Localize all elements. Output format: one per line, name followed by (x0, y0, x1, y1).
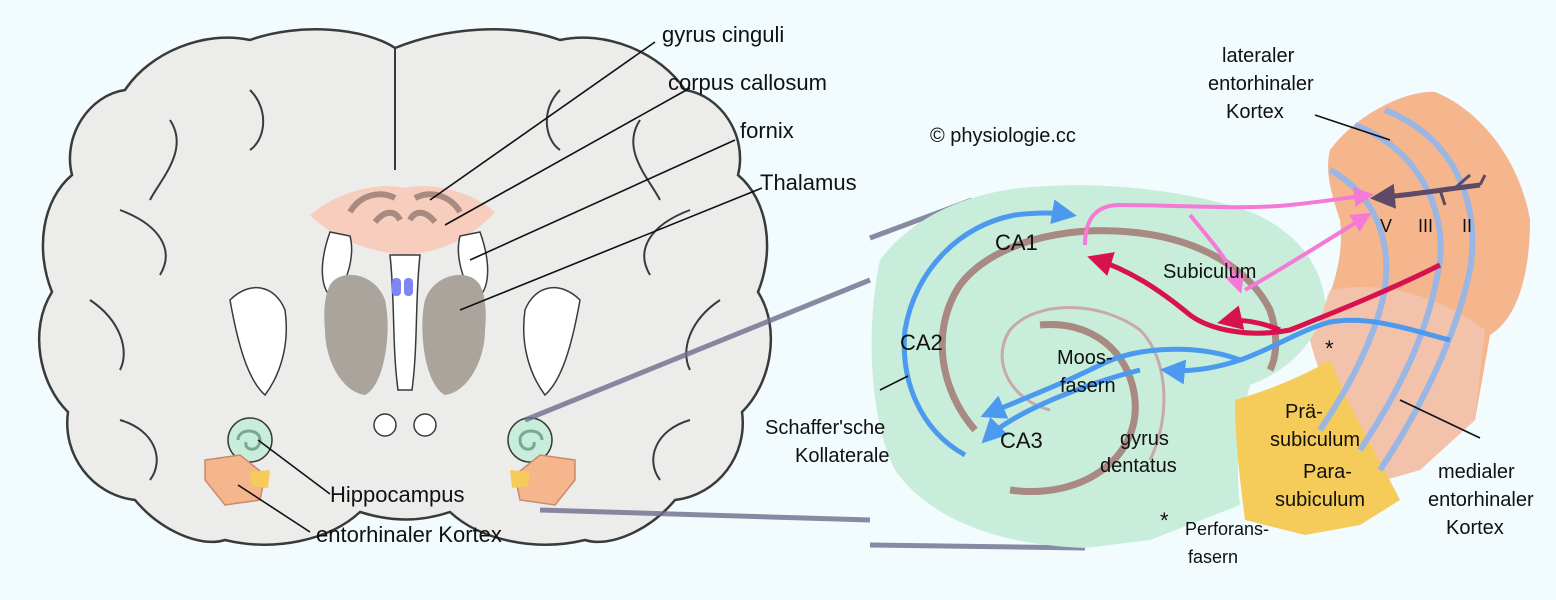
right-leader-lines (879, 114, 1481, 439)
layer-v-neuron (1370, 182, 1481, 209)
ec-to-ca1-projection (1087, 252, 1442, 336)
subiculum-region (1235, 360, 1400, 535)
mossy-fibres (981, 367, 1141, 444)
pyramidal-layer (938, 227, 1280, 433)
label-parasubiculum-2: subiculum (1275, 489, 1365, 511)
thalamus-left (324, 274, 388, 395)
mammillary-body (413, 413, 437, 437)
label-hippocampus: Hippocampus (330, 482, 465, 507)
label-gyrus-dentatus-1: gyrus (1120, 428, 1169, 450)
dentate-gyrus (1009, 320, 1139, 495)
fornix (404, 278, 413, 296)
mammillary-body (373, 413, 397, 437)
label-lateral-ec-1: lateraler (1222, 45, 1295, 67)
layer-v-dendrites (1438, 173, 1487, 206)
label-corpus-callosum: corpus callosum (668, 70, 827, 95)
label-gyrus-cinguli: gyrus cinguli (662, 22, 784, 47)
label-schaffer-1: Schaffer'sche (765, 417, 885, 439)
label-perforansfasern-2: fasern (1188, 547, 1238, 567)
label-praesubiculum-2: subiculum (1270, 429, 1360, 451)
ec-to-subiculum-branch (1217, 305, 1281, 333)
ca1-projection (1083, 186, 1374, 246)
subiculum-to-ec (1244, 212, 1372, 292)
copyright: © physiologie.cc (930, 125, 1076, 147)
label-layer-ii: II (1462, 216, 1472, 236)
ca1-to-subiculum (1188, 213, 1245, 294)
fornix (392, 278, 401, 296)
label-layer-v: V (1380, 216, 1392, 236)
label-layer-iii: III (1418, 216, 1433, 236)
hippocampus-right (507, 417, 576, 506)
perforant-path-medial (1160, 317, 1451, 385)
leader-lines (237, 41, 763, 533)
label-medial-ec-3: Kortex (1446, 517, 1504, 539)
label-medial-ec-2: entorhinaler (1428, 489, 1534, 511)
perforant-path-to-dg (980, 346, 1241, 419)
label-thalamus: Thalamus (760, 170, 857, 195)
label-perforansfasern-1: Perforans- (1185, 519, 1269, 539)
label-moosfasern-1: Moos- (1057, 347, 1113, 369)
label-schaffer-2: Kollaterale (795, 445, 890, 467)
label-subiculum: Subiculum (1163, 261, 1256, 283)
coronal-brain-section (38, 28, 772, 546)
label-fornix: fornix (740, 118, 794, 143)
label-lateral-ec-2: entorhinaler (1208, 73, 1314, 95)
asterisk-marker: * (1325, 336, 1334, 361)
perforans-star: * (1160, 508, 1169, 533)
right-inferior-horn (522, 286, 581, 397)
sulci (89, 48, 721, 481)
label-entorhinaler-kortex: entorhinaler Kortex (316, 522, 502, 547)
left-inferior-horn (229, 286, 288, 397)
schaffer-collaterals (901, 199, 1077, 458)
thalamus-right (422, 274, 486, 395)
label-moosfasern-2: fasern (1060, 375, 1116, 397)
label-gyrus-dentatus-2: dentatus (1100, 455, 1177, 477)
label-ca1: CA1 (995, 230, 1038, 255)
dentate-gyrus-outer (1000, 306, 1166, 461)
label-medial-ec-1: medialer (1438, 461, 1515, 483)
label-praesubiculum-1: Prä- (1285, 401, 1323, 423)
gyrus-cinguli (347, 191, 463, 225)
label-parasubiculum-1: Para- (1303, 461, 1352, 483)
hippocampal-formation (871, 91, 1530, 548)
label-ca3: CA3 (1000, 428, 1043, 453)
label-ca2: CA2 (900, 330, 943, 355)
label-lateral-ec-3: Kortex (1226, 101, 1284, 123)
